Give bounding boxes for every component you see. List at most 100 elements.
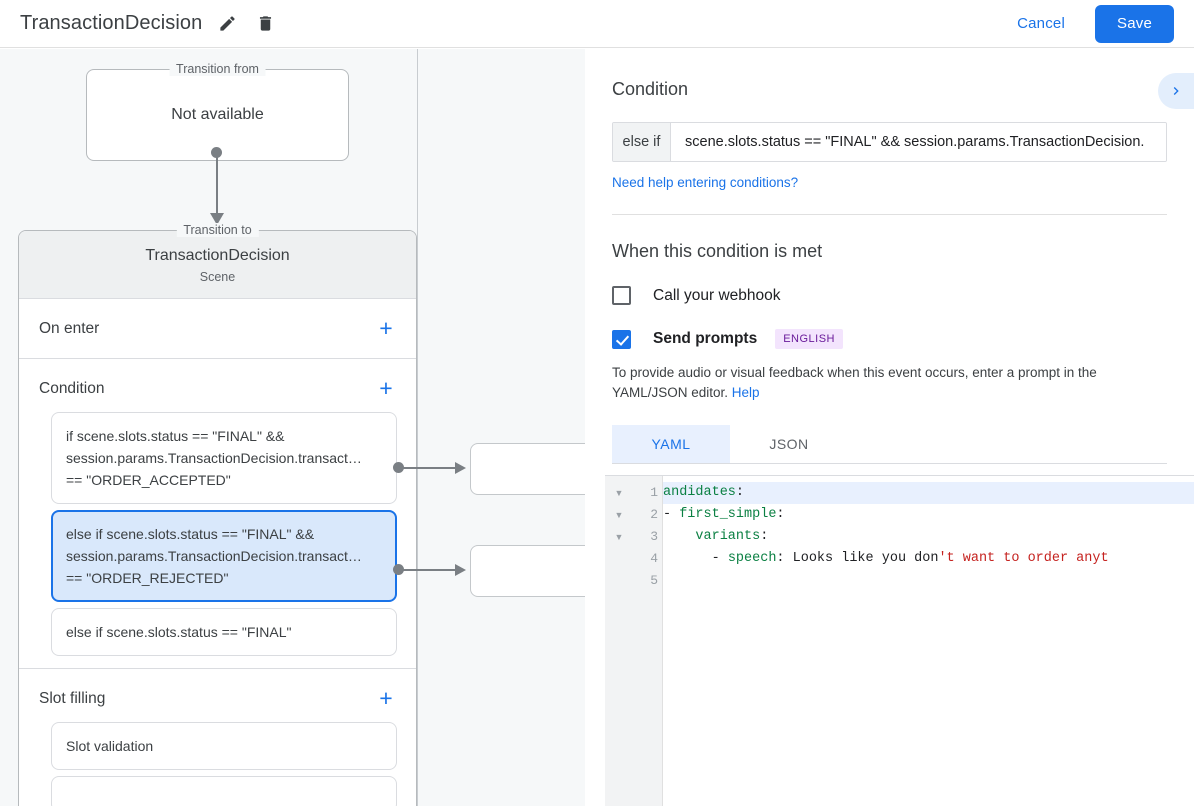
editor-fold-gutter[interactable]: ▼ ▼ ▼ bbox=[605, 476, 633, 806]
editor-fold-toggle-icon[interactable]: ▼ bbox=[614, 532, 624, 542]
tab-yaml[interactable]: YAML bbox=[612, 425, 730, 463]
panel-divider bbox=[612, 214, 1167, 215]
cancel-button[interactable]: Cancel bbox=[1005, 7, 1077, 40]
tab-json[interactable]: JSON bbox=[769, 436, 809, 452]
help-link[interactable]: Help bbox=[731, 385, 760, 400]
delete-trash-icon[interactable] bbox=[252, 11, 278, 37]
when-condition-met-heading: When this condition is met bbox=[612, 241, 823, 261]
section-title-slot-filling: Slot filling bbox=[39, 689, 106, 707]
editor-code-area[interactable]: andidates: - first_simple: variants: - sp… bbox=[663, 476, 1194, 806]
condition-item[interactable]: else if scene.slots.status == "FINAL" &&… bbox=[51, 510, 397, 602]
condition-item-line: == "ORDER_ACCEPTED" bbox=[66, 472, 231, 488]
condition-target-box-1[interactable] bbox=[470, 443, 585, 495]
condition-edge-dot-2 bbox=[393, 564, 404, 575]
scene-subtitle: Scene bbox=[199, 270, 236, 284]
call-webhook-checkbox[interactable] bbox=[612, 286, 631, 305]
editor-line-number: 4 bbox=[650, 551, 658, 566]
editor-line-number-gutter: 1 2 3 4 5 bbox=[633, 476, 663, 806]
editor-line-number: 1 bbox=[650, 485, 658, 500]
canvas-vertical-divider bbox=[417, 49, 418, 806]
top-app-bar: TransactionDecision Cancel Save bbox=[0, 0, 1194, 48]
flow-canvas: Transition from Not available Transition… bbox=[0, 49, 585, 806]
edit-pencil-icon[interactable] bbox=[214, 11, 240, 37]
need-help-conditions-link[interactable]: Need help entering conditions? bbox=[612, 175, 799, 190]
editor-line-number: 3 bbox=[650, 529, 658, 544]
editor-fold-toggle-icon[interactable]: ▼ bbox=[614, 488, 624, 498]
editor-token: first_simple bbox=[679, 507, 777, 522]
slot-validation-label: Slot validation bbox=[66, 738, 154, 754]
editor-line-number: 5 bbox=[650, 573, 658, 588]
add-condition-button[interactable]: + bbox=[379, 375, 393, 401]
save-button[interactable]: Save bbox=[1095, 4, 1174, 43]
slot-filling-item-partial[interactable] bbox=[51, 776, 397, 806]
send-prompts-row[interactable]: Send prompts ENGLISH bbox=[612, 329, 1167, 349]
section-on-enter: On enter + bbox=[19, 299, 416, 359]
condition-item[interactable]: else if scene.slots.status == "FINAL" bbox=[51, 608, 397, 656]
connector-line bbox=[216, 152, 218, 220]
add-on-enter-button[interactable]: + bbox=[379, 315, 393, 341]
panel-heading-condition: Condition bbox=[612, 79, 689, 99]
editor-token: 't want to order anyt bbox=[938, 551, 1109, 566]
editor-token: : bbox=[776, 551, 793, 566]
condition-item-line: session.params.TransactionDecision.trans… bbox=[66, 450, 362, 466]
condition-item[interactable]: if scene.slots.status == "FINAL" && sessi… bbox=[51, 412, 397, 504]
section-title-on-enter: On enter bbox=[39, 319, 100, 337]
section-head-condition: Condition + bbox=[19, 359, 416, 406]
slot-validation-item[interactable]: Slot validation bbox=[51, 722, 397, 770]
editor-token: - bbox=[663, 551, 728, 566]
editor-fold-toggle-icon[interactable] bbox=[605, 548, 633, 570]
editor-token: : bbox=[735, 485, 745, 500]
condition-item-line: session.params.TransactionDecision.trans… bbox=[66, 548, 362, 564]
page-title: TransactionDecision bbox=[20, 12, 203, 34]
send-prompts-checkbox[interactable] bbox=[612, 329, 631, 349]
prompt-editor-description: To provide audio or visual feedback when… bbox=[612, 363, 1167, 403]
condition-item-line: else if scene.slots.status == "FINAL" && bbox=[66, 526, 315, 542]
editor-token: - bbox=[663, 507, 680, 522]
editor-token: Looks like you don bbox=[792, 551, 939, 566]
condition-edge-arrow-2 bbox=[455, 564, 466, 576]
prompt-editor-description-text: To provide audio or visual feedback when… bbox=[612, 365, 1097, 400]
chevron-right-icon[interactable] bbox=[1158, 73, 1194, 109]
yaml-code-editor[interactable]: ▼ ▼ ▼ 1 2 3 4 5 andidates: - first_simple: vari… bbox=[605, 475, 1194, 806]
format-tabs: YAML JSON bbox=[612, 425, 1167, 464]
condition-list: if scene.slots.status == "FINAL" && sessi… bbox=[19, 412, 416, 656]
editor-token bbox=[663, 529, 695, 544]
editor-code-line: andidates: bbox=[663, 482, 1194, 504]
editor-token: : bbox=[776, 507, 785, 522]
condition-expression-input[interactable] bbox=[671, 123, 1166, 161]
panel-condition-section: Condition else if Need help entering con… bbox=[585, 49, 1194, 464]
condition-edge-line-2 bbox=[399, 569, 461, 571]
editor-fold-toggle-icon[interactable] bbox=[605, 570, 633, 592]
section-head-slot-filling: Slot filling + bbox=[19, 669, 416, 716]
condition-edge-arrow-1 bbox=[455, 462, 466, 474]
transition-to-legend: Transition to bbox=[176, 223, 259, 237]
condition-item-line: else if scene.slots.status == "FINAL" bbox=[66, 624, 292, 640]
transition-from-card: Transition from Not available bbox=[86, 62, 349, 161]
call-webhook-row[interactable]: Call your webhook bbox=[612, 286, 1167, 305]
connector-arrowhead bbox=[210, 213, 224, 225]
section-condition: Condition + if scene.slots.status == "FI… bbox=[19, 359, 416, 669]
editor-token: andidates bbox=[663, 485, 736, 500]
condition-item-line: == "ORDER_REJECTED" bbox=[66, 570, 229, 586]
condition-target-box-2[interactable] bbox=[470, 545, 585, 597]
transition-from-legend: Transition from bbox=[169, 62, 266, 76]
condition-edge-dot-1 bbox=[393, 462, 404, 473]
transition-from-value: Not available bbox=[171, 106, 264, 123]
editor-line-number: 2 bbox=[650, 507, 658, 522]
condition-item-line: if scene.slots.status == "FINAL" && bbox=[66, 428, 285, 444]
editor-token: speech bbox=[727, 551, 777, 566]
section-head-on-enter: On enter + bbox=[19, 299, 416, 346]
condition-prefix-label: else if bbox=[613, 123, 671, 161]
scene-header[interactable]: TransactionDecision Scene bbox=[19, 231, 416, 299]
add-slot-filling-button[interactable]: + bbox=[379, 685, 393, 711]
transition-to-card: Transition to TransactionDecision Scene … bbox=[18, 223, 417, 806]
scene-title: TransactionDecision bbox=[145, 247, 290, 264]
editor-code-line bbox=[663, 570, 1194, 592]
send-prompts-label: Send prompts bbox=[653, 330, 758, 347]
editor-token: variants bbox=[695, 529, 761, 544]
condition-input-group: else if bbox=[612, 122, 1167, 162]
editor-fold-toggle-icon[interactable]: ▼ bbox=[614, 510, 624, 520]
editor-token: : bbox=[760, 529, 769, 544]
section-title-condition: Condition bbox=[39, 379, 105, 397]
condition-edge-line-1 bbox=[399, 467, 461, 469]
